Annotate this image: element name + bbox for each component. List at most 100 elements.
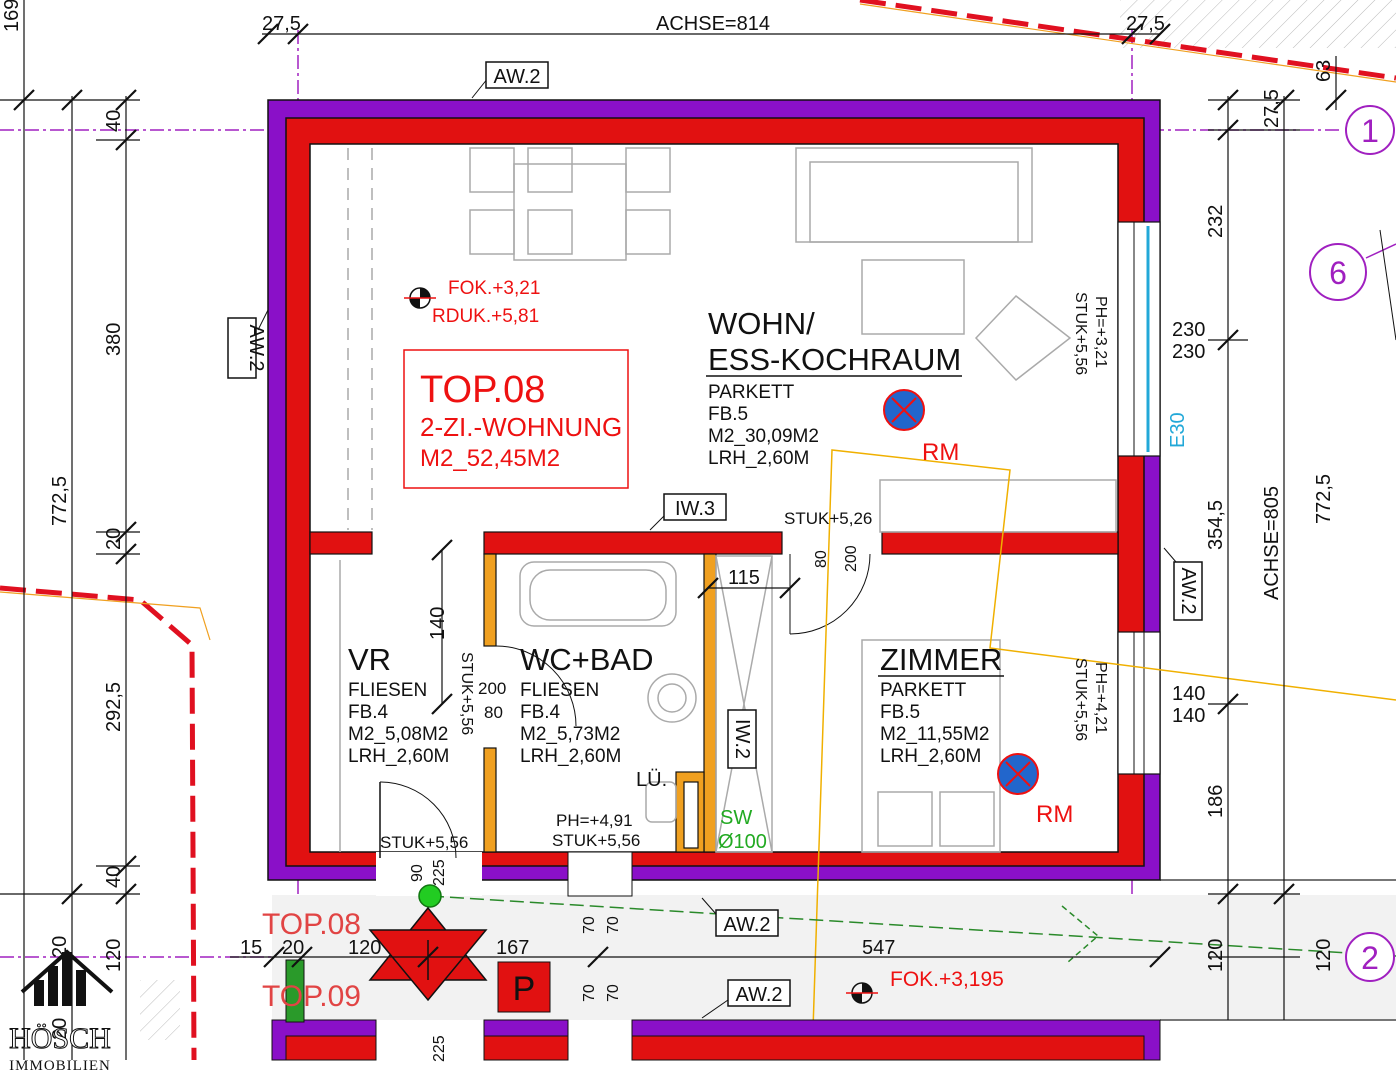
note-rm2: RM (1036, 801, 1073, 828)
parking-sign: P (497, 961, 551, 1013)
dim-bot-20b: 20 (49, 1018, 71, 1040)
unit-title: TOP.08 (420, 369, 545, 411)
hatch-top-right (1120, 0, 1396, 48)
dim-top-63: 63 (1313, 60, 1335, 82)
entry-door-swing (379, 781, 457, 859)
hatch-bottom-left (140, 980, 180, 1040)
dim-right-3545: 354,5 (1205, 500, 1227, 550)
axis-6-diagonal (1379, 229, 1396, 341)
dim-bot-225: 225 (431, 1035, 448, 1062)
level-marker-2 (846, 982, 878, 1004)
dim-right-7725: 772,5 (1313, 474, 1335, 524)
room-zim-area: M2_11,55M2 (880, 724, 990, 745)
dim-inner-70a: 70 (581, 916, 598, 934)
room-wohn-name2: ESS-KOCHRAUM (708, 342, 961, 377)
room-bad-lrh: LRH_2,60M (520, 746, 621, 767)
dim-left-380: 380 (103, 323, 125, 356)
tag-iw2: IW.2 (727, 709, 757, 769)
dim-inner-70c: 70 (581, 984, 598, 1002)
dim-right-axis: ACHSE=805 (1261, 486, 1283, 600)
dim-inner-80b: 80 (484, 703, 503, 722)
dim-right-275: 27,5 (1261, 89, 1283, 128)
boundary-thin-top (859, 3, 1396, 83)
dim-right-140b: 140 (1172, 705, 1205, 727)
lower-wall-left-red (285, 1035, 377, 1061)
axis-bubble-1: 1 (1345, 105, 1395, 155)
room-wohn-floor: PARKETT (708, 382, 795, 403)
note-stuk-556-w1: STUK+5,56 (1072, 292, 1089, 375)
dim-bot-15: 15 (240, 937, 262, 959)
room-wohn-area: M2_30,09M2 (708, 426, 819, 447)
svg-text:IW.3: IW.3 (675, 498, 715, 520)
window-right-bottom (1117, 631, 1161, 775)
dim-right-230a: 230 (1172, 319, 1205, 341)
tag-aw-bottom: AW.2 (701, 897, 779, 937)
room-vr-name: VR (348, 642, 391, 677)
dim-top-left: 27,5 (262, 13, 301, 35)
tag-aw-bottom2: AW.2 (701, 979, 791, 1019)
room-wohn-name1: WOHN/ (708, 306, 815, 341)
svg-text:AW.2: AW.2 (245, 324, 267, 371)
note-ph-321: PH=+3,21 (1092, 296, 1109, 368)
dim-bot-547: 547 (862, 937, 895, 959)
room-bad-floor: FLIESEN (520, 680, 599, 701)
axis-bubble-2: 2 (1345, 932, 1395, 982)
note-top08: TOP.08 (262, 908, 361, 941)
boundary-thin (0, 591, 211, 641)
tag-iw3: IW.3 (649, 493, 727, 531)
bath-vent-opening (567, 851, 633, 897)
level-fok: FOK.+3,21 (448, 278, 540, 299)
door-swings (495, 553, 871, 727)
furniture (339, 147, 1117, 853)
interior-walls (309, 531, 1119, 853)
note-stuk-556-vr: STUK+5,56 (458, 652, 475, 735)
room-wohn-lrh: LRH_2,60M (708, 448, 809, 469)
note-lue: LÜ. (636, 769, 667, 791)
note-top09: TOP.09 (262, 980, 361, 1013)
dim-e30: E30 (1167, 412, 1189, 448)
dim-right-120a: 120 (1205, 939, 1227, 972)
room-vr-area: M2_5,08M2 (348, 724, 448, 745)
note-ph-421: PH=+4,21 (1092, 662, 1109, 734)
dim-right-186: 186 (1205, 785, 1227, 818)
green-trace (429, 895, 1396, 957)
svg-text:P: P (513, 970, 536, 1008)
yellow-trace (811, 449, 1396, 1061)
smoke-detector-2 (997, 753, 1039, 795)
dim-left-7725: 772,5 (49, 476, 71, 526)
room-bad-area: M2_5,73M2 (520, 724, 620, 745)
room-bad-name: WC+BAD (520, 642, 654, 677)
room-bad-fb: FB.4 (520, 702, 561, 723)
logo-mark (20, 949, 114, 1006)
dim-bot-167: 167 (496, 937, 529, 959)
room-vr-lrh: LRH_2,60M (348, 746, 449, 767)
dim-inner-70d: 70 (605, 984, 622, 1002)
dim-inner-140: 140 (427, 607, 449, 640)
svg-text:AW.2: AW.2 (735, 984, 782, 1006)
svg-text:AW.2: AW.2 (1177, 567, 1199, 614)
dim-top-169: 169 (1, 0, 23, 32)
level-fok-bottom: FOK.+3,195 (890, 968, 1004, 991)
dim-right-140a: 140 (1172, 683, 1205, 705)
dim-top-right: 27,5 (1126, 13, 1165, 35)
axis-label-6: 6 (1329, 255, 1347, 291)
note-ph-491: PH=+4,91 (556, 811, 633, 830)
note-stuk-526: STUK+5,26 (784, 509, 872, 528)
dim-bot-20: 20 (282, 937, 304, 959)
note-stuk-556-w2: STUK+5,56 (1072, 658, 1089, 741)
tag-aw-top: AW.2 (471, 61, 549, 99)
dim-inner-80a: 80 (813, 550, 830, 568)
note-sw: SW (720, 807, 752, 829)
tag-aw-right: AW.2 (1163, 547, 1203, 621)
window-right-top (1117, 221, 1161, 457)
unit-box (403, 349, 629, 489)
svg-text:AW.2: AW.2 (493, 66, 540, 88)
svg-text:AW.2: AW.2 (723, 914, 770, 936)
room-vr-fb: FB.4 (348, 702, 389, 723)
room-zim-lrh: LRH_2,60M (880, 746, 981, 767)
axis-bubble-6: 6 (1309, 243, 1367, 301)
dim-left-20a: 20 (103, 528, 125, 550)
dim-left-2925: 292,5 (103, 682, 125, 732)
room-zim-fb: FB.5 (880, 702, 920, 723)
